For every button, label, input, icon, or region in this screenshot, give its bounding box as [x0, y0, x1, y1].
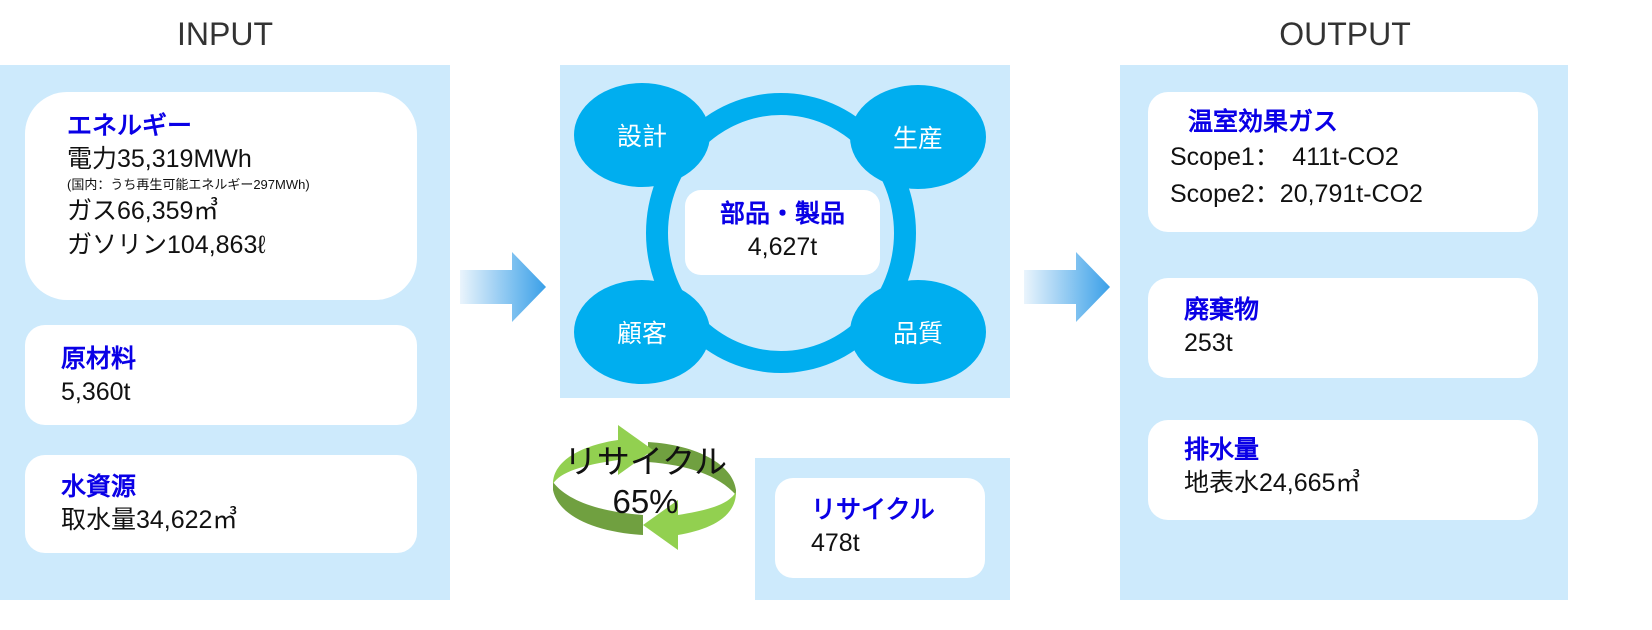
materials-card: 原材料 5,360t	[25, 325, 417, 425]
renewable-note: (国内：うち再生可能エネルギー297MWh)	[67, 177, 310, 192]
recycle-rate: リサイクル 65%	[548, 420, 743, 555]
output-panel: 温室効果ガス Scope1： 411t-CO2 Scope2：20,791t-C…	[1120, 65, 1568, 600]
process-panel: 設計 生産 顧客 品質 部品・製品 4,627t	[560, 65, 1010, 398]
waste-heading: 廃棄物	[1184, 296, 1260, 324]
node-quality: 品質	[850, 280, 986, 384]
input-panel: エネルギー 電力35,319MWh (国内：うち再生可能エネルギー297MWh)…	[0, 65, 450, 600]
electricity-value: 電力35,319MWh	[67, 145, 252, 173]
input-title: INPUT	[177, 16, 273, 52]
water-heading: 水資源	[61, 473, 137, 501]
node-customer: 顧客	[574, 280, 710, 384]
node-design: 設計	[574, 83, 710, 187]
waste-card: 廃棄物 253t	[1148, 278, 1538, 378]
water-value: 取水量34,622㎥	[61, 506, 238, 534]
materials-value: 5,360t	[61, 378, 131, 406]
recycle-arrows-icon	[553, 425, 736, 550]
scope1-value: Scope1： 411t-CO2	[1170, 143, 1399, 171]
wastewater-value: 地表水24,665㎥	[1184, 469, 1361, 497]
energy-heading: エネルギー	[67, 112, 193, 140]
ghg-heading: 温室効果ガス	[1188, 108, 1339, 136]
product-box: 部品・製品 4,627t	[685, 190, 880, 275]
output-title: OUTPUT	[1279, 16, 1411, 52]
recycle-rate-label: リサイクル	[563, 443, 728, 480]
flow-arrow-icon	[1024, 252, 1110, 322]
recycle-rate-value: 65%	[612, 483, 679, 520]
recycle-card: リサイクル 478t	[775, 478, 985, 578]
recycle-panel: リサイクル 478t	[755, 458, 1010, 600]
energy-card: エネルギー 電力35,319MWh (国内：うち再生可能エネルギー297MWh)…	[25, 92, 417, 300]
product-heading: 部品・製品	[719, 200, 845, 228]
gasoline-value: ガソリン104,863ℓ	[67, 231, 266, 259]
flow-arrow-icon	[460, 252, 546, 322]
scope2-value: Scope2：20,791t-CO2	[1170, 180, 1423, 208]
materials-heading: 原材料	[61, 345, 137, 373]
wastewater-card: 排水量 地表水24,665㎥	[1148, 420, 1538, 520]
ghg-card: 温室効果ガス Scope1： 411t-CO2 Scope2：20,791t-C…	[1148, 92, 1538, 232]
waste-value: 253t	[1184, 329, 1233, 357]
water-card: 水資源 取水量34,622㎥	[25, 455, 417, 553]
product-value: 4,627t	[747, 233, 818, 261]
node-production: 生産	[850, 85, 986, 189]
recycle-heading: リサイクル	[811, 496, 935, 524]
wastewater-heading: 排水量	[1184, 436, 1260, 464]
gas-value: ガス66,359㎥	[67, 197, 219, 225]
recycle-rate-text: リサイクル 65%	[548, 442, 743, 522]
recycle-value: 478t	[811, 529, 860, 557]
